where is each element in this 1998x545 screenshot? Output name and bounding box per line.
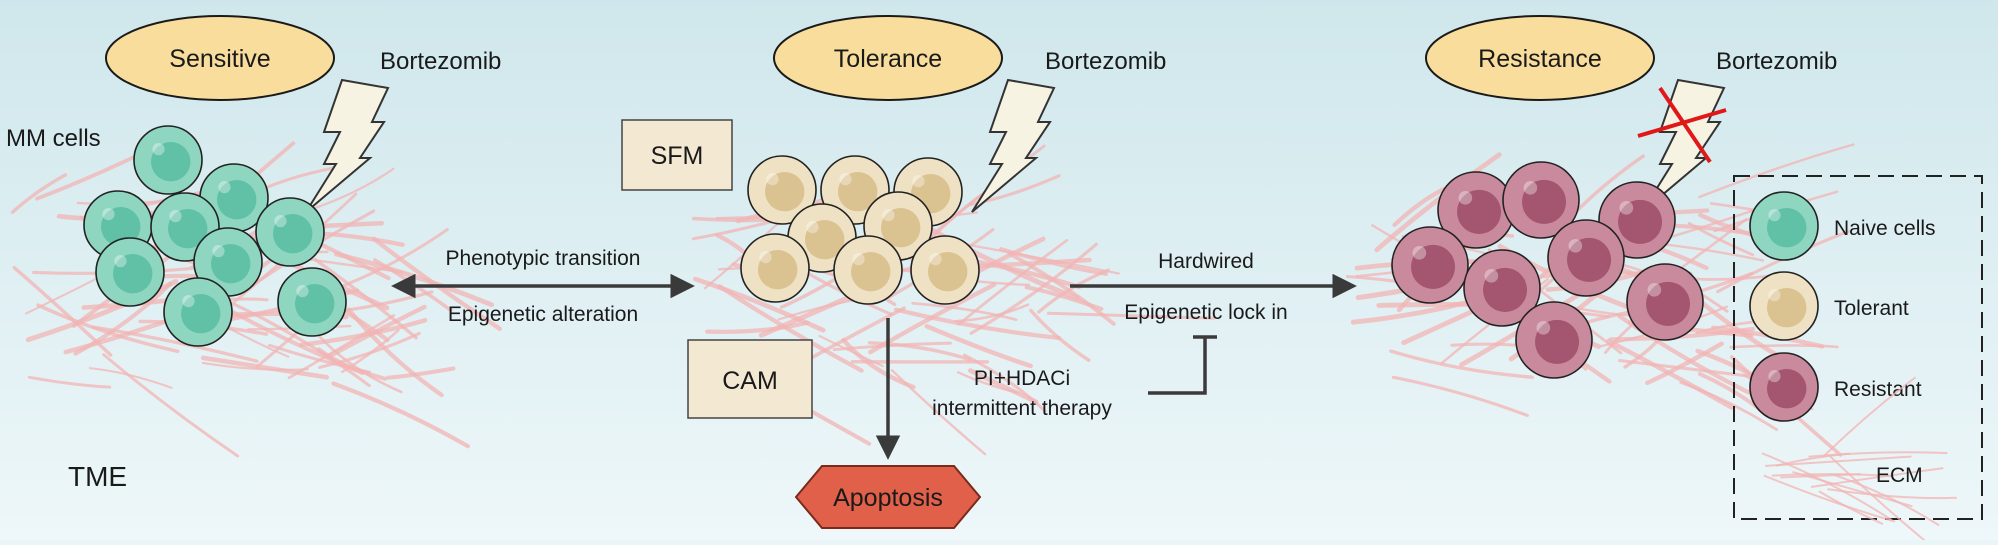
legend-ecm-label: ECM — [1876, 464, 1923, 487]
sfm-label: SFM — [651, 142, 704, 170]
legend-frame — [1733, 175, 1983, 520]
bortezomib-label-1: Bortezomib — [380, 48, 501, 75]
therapy-label-line2: intermittent therapy — [932, 397, 1112, 420]
stage-tolerance-label: Tolerance — [834, 45, 942, 73]
legend-tolerant-label: Tolerant — [1834, 297, 1909, 320]
lightning-bolt-icon — [971, 78, 1056, 213]
legend-resistant-label: Resistant — [1834, 378, 1922, 401]
cam-box: CAM — [687, 339, 813, 419]
stage-tolerance: Tolerance — [773, 15, 1003, 101]
stage-sensitive: Sensitive — [105, 15, 335, 101]
stage-resistance-label: Resistance — [1478, 45, 1602, 73]
legend-tolerant-swatch — [1749, 271, 1819, 341]
tolerant-cell-cluster — [740, 155, 980, 305]
lightning-bolt-icon — [305, 78, 390, 213]
cam-label: CAM — [722, 367, 778, 395]
phenotypic-transition-label: Phenotypic transition — [446, 247, 641, 270]
legend-ecm-swatch — [1761, 376, 1957, 545]
stage-resistance: Resistance — [1425, 15, 1655, 101]
red-cross-icon — [1637, 86, 1727, 164]
legend-resistant-swatch — [1749, 352, 1819, 422]
inhibition-connector — [1148, 335, 1217, 395]
hardwired-label: Hardwired — [1158, 250, 1254, 273]
epigenetic-alteration-label: Epigenetic alteration — [448, 303, 638, 326]
legend: Naive cells Tolerant Resistant ECM — [1733, 175, 1983, 545]
legend-naive-label: Naive cells — [1834, 217, 1936, 240]
tme-label: TME — [68, 461, 127, 492]
therapy-label-line1: PI+HDACi — [974, 367, 1070, 390]
sfm-box: SFM — [621, 119, 733, 191]
apoptosis-hexagon: Apoptosis — [794, 465, 982, 529]
resistant-cell-cluster — [1391, 161, 1704, 379]
legend-naive-swatch — [1749, 191, 1819, 261]
sensitive-cell-cluster — [83, 125, 347, 347]
stage-sensitive-label: Sensitive — [169, 45, 270, 73]
bortezomib-label-3: Bortezomib — [1716, 48, 1837, 75]
bortezomib-label-2: Bortezomib — [1045, 48, 1166, 75]
apoptosis-label: Apoptosis — [833, 484, 943, 512]
epigenetic-lock-in-label: Epigenetic lock in — [1124, 301, 1287, 324]
mm-cells-label: MM cells — [6, 125, 101, 152]
